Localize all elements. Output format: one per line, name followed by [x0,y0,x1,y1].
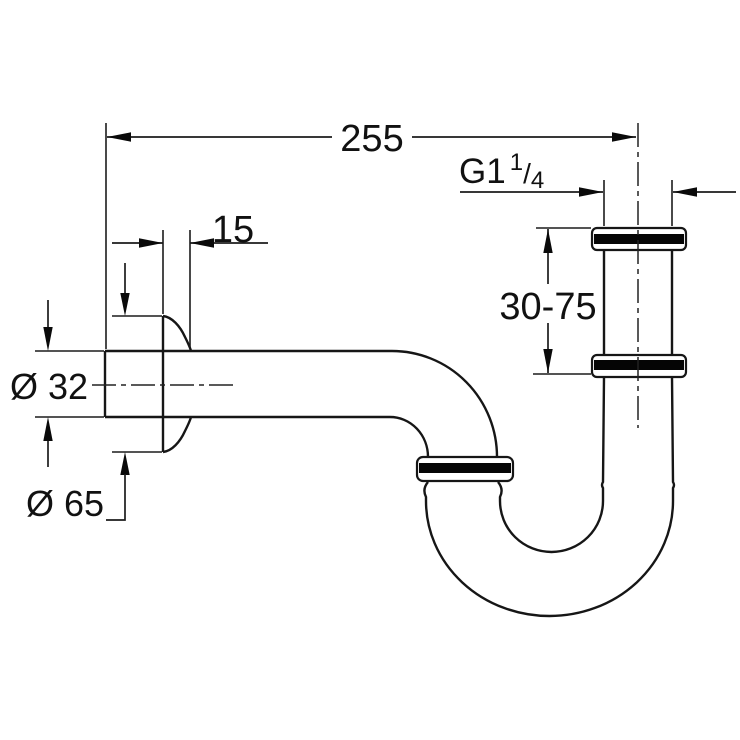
part-outline [103,226,688,618]
union-nut-lower-stripe [594,360,684,370]
dimension-adjustment-range: 30-75 [499,227,597,375]
flange-bell-bottom [162,416,193,454]
dim-leader-d65 [106,474,126,521]
arrowhead-255-right [612,132,636,142]
label-flange-depth: 15 [212,209,254,251]
arrowhead-15-left [139,238,163,248]
label-overall-length: 255 [340,118,403,160]
dimension-rosette-diameter: Ø 65 [26,263,162,524]
thread-base: G1 [459,152,506,191]
label-outlet-diameter: Ø 32 [10,366,88,407]
arrowhead-adjust-down [543,349,553,373]
thread-slash: / [523,158,531,189]
arrowhead-15-right [190,238,214,248]
trap-outer-wall [423,376,676,618]
dimension-flange-depth: 15 [112,209,268,347]
label-rosette-diameter: Ø 65 [26,483,104,524]
trap-inner-wall [497,376,606,554]
arrowhead-d65-up [120,452,130,475]
flange-bell-top [162,314,193,352]
arrowhead-d65-down [120,293,130,316]
arrowhead-255-left [107,132,131,142]
union-nut-upper [590,226,688,252]
arrowhead-thread-left [579,187,603,197]
label-adjustment-range: 30-75 [499,286,596,328]
pipe-top-contour [105,349,499,458]
arrowhead-adjust-up [543,229,553,253]
union-nut-upper-stripe [594,234,684,244]
thread-denominator: 4 [531,167,544,194]
thread-numerator: 1 [510,149,523,176]
arrowhead-d32-up [43,417,53,441]
arrowhead-d32-down [43,327,53,351]
dimension-overall-length: 255 [105,118,636,349]
arrowhead-thread-right [673,187,697,197]
union-nut-lower [590,353,688,379]
centerlines [92,123,639,428]
pipe-bottom-contour [105,415,430,458]
dimension-outlet-diameter: Ø 32 [10,300,104,467]
union-nut-elbow-stripe [419,463,511,473]
union-nut-elbow [415,455,515,483]
